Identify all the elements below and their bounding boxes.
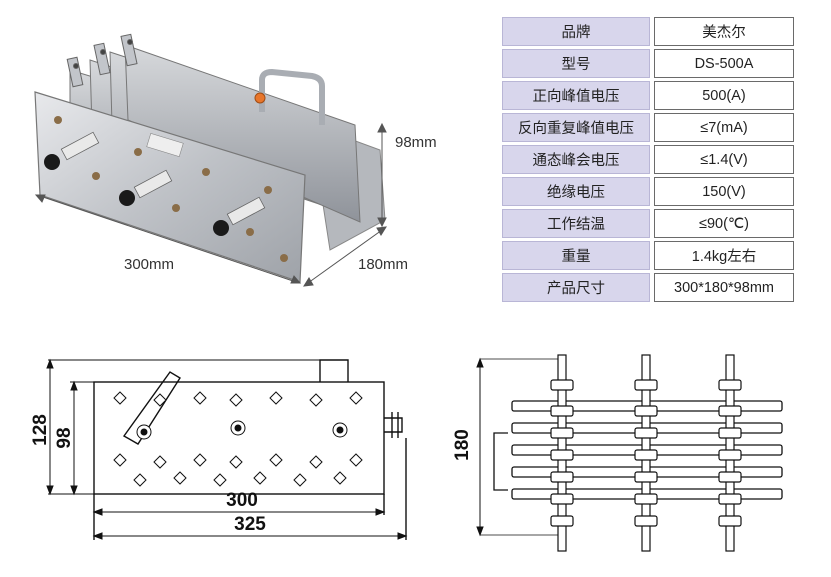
front-bracket: [319, 359, 349, 382]
diamond-hole: [269, 391, 283, 405]
stud-nut: [718, 405, 742, 417]
spec-row: 品牌美杰尔: [502, 17, 794, 46]
diamond-hole: [349, 453, 363, 467]
spec-key: 反向重复峰值电压: [502, 113, 650, 142]
front-dim-98: 98: [54, 427, 75, 448]
diode-stud-3: [213, 196, 266, 236]
stud-nut: [634, 405, 658, 417]
stud-nut: [550, 379, 574, 391]
spec-key: 品牌: [502, 17, 650, 46]
spec-row: 反向重复峰值电压≤7(mA): [502, 113, 794, 142]
front-body-outline: [93, 381, 385, 495]
stud-nut: [634, 449, 658, 461]
width-dimension-label: 180mm: [358, 256, 409, 273]
diamond-hole: [153, 393, 167, 407]
diamond-hole: [333, 471, 347, 485]
spec-value: ≤90(℃): [654, 209, 794, 238]
spec-key: 通态峰会电压: [502, 145, 650, 174]
stud-nut: [634, 515, 658, 527]
spec-key: 产品尺寸: [502, 273, 650, 302]
diamond-hole: [113, 391, 127, 405]
diamond-hole: [133, 473, 147, 487]
spec-value: 1.4kg左右: [654, 241, 794, 270]
diamond-hole: [173, 471, 187, 485]
plate-holes: [54, 116, 288, 262]
spec-value: 美杰尔: [654, 17, 794, 46]
diamond-hole: [293, 473, 307, 487]
spec-key: 正向峰值电压: [502, 81, 650, 110]
product-sticker: [146, 132, 184, 158]
terminal-tabs: [66, 33, 138, 88]
spec-row: 通态峰会电压≤1.4(V): [502, 145, 794, 174]
spec-value: 150(V): [654, 177, 794, 206]
spec-value: 500(A): [654, 81, 794, 110]
stud-nut: [718, 515, 742, 527]
side-studs: [550, 354, 742, 552]
spec-key: 型号: [502, 49, 650, 78]
front-dim-325: 325: [234, 514, 266, 535]
diamond-hole: [229, 393, 243, 407]
diamond-hole: [349, 391, 363, 405]
dimension-arrows: [34, 122, 387, 287]
stud-nut: [634, 427, 658, 439]
bracket: [259, 68, 325, 125]
stud-nut: [550, 405, 574, 417]
stud-nut: [718, 427, 742, 439]
front-connector: [384, 417, 403, 433]
diamond-hole: [193, 453, 207, 467]
diamond-hole: [309, 393, 323, 407]
stud-nut: [550, 449, 574, 461]
spec-value: 300*180*98mm: [654, 273, 794, 302]
front-view-drawing: 128 98 300 325: [30, 358, 408, 540]
diamond-hole: [269, 453, 283, 467]
indicator-dot: [254, 92, 266, 104]
stud-nut: [718, 379, 742, 391]
stud-nut: [634, 471, 658, 483]
front-dim-128: 128: [30, 414, 51, 446]
stud-nut: [550, 471, 574, 483]
diamond-hole: [309, 455, 323, 469]
front-plate: [34, 91, 306, 283]
front-holes: [113, 391, 363, 487]
stud-nut: [550, 427, 574, 439]
front-dim-300: 300: [226, 490, 258, 511]
side-dim-180: 180: [452, 429, 473, 461]
stud-nut: [634, 493, 658, 505]
front-lever: [122, 371, 181, 445]
side-view-drawing: 180: [452, 354, 783, 552]
product-photo: [34, 33, 387, 287]
stud-nut: [550, 493, 574, 505]
spec-key: 绝缘电压: [502, 177, 650, 206]
diode-stud-2: [119, 169, 173, 206]
diamond-hole: [153, 455, 167, 469]
diode-stud-1: [44, 131, 100, 170]
stud-nut: [634, 379, 658, 391]
diamond-hole: [113, 453, 127, 467]
spec-value: ≤1.4(V): [654, 145, 794, 174]
spec-value: ≤7(mA): [654, 113, 794, 142]
diamond-hole: [229, 455, 243, 469]
height-dimension-label: 98mm: [395, 134, 437, 151]
spec-row: 工作结温≤90(℃): [502, 209, 794, 238]
stud-nut: [718, 493, 742, 505]
stud-nut: [718, 449, 742, 461]
spec-key: 工作结温: [502, 209, 650, 238]
diamond-hole: [193, 391, 207, 405]
diamond-hole: [213, 473, 227, 487]
diamond-hole: [253, 471, 267, 485]
spec-key: 重量: [502, 241, 650, 270]
length-dimension-label: 300mm: [124, 256, 175, 273]
stud-nut: [550, 515, 574, 527]
side-bracket: [493, 432, 508, 491]
stud-nut: [718, 471, 742, 483]
spec-value: DS-500A: [654, 49, 794, 78]
